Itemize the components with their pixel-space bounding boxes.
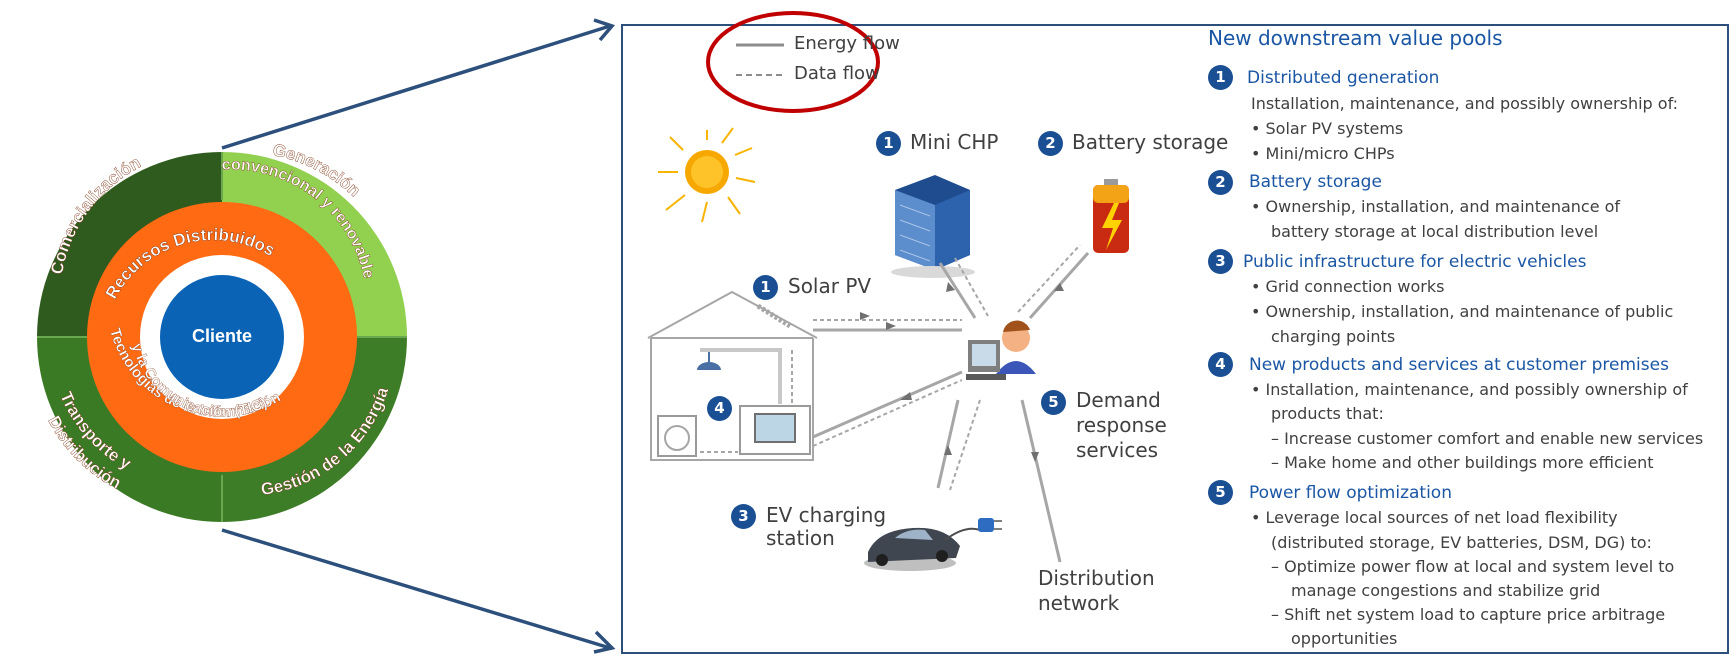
demand-response-operator-icon xyxy=(966,320,1036,380)
value-pools-title: New downstream value pools xyxy=(1208,26,1503,50)
house-icon xyxy=(647,290,818,461)
energy-flow-ev xyxy=(936,399,960,489)
energy-flow-home xyxy=(812,370,963,439)
pool-5-badge: 5 xyxy=(1208,480,1233,505)
shower-icon xyxy=(697,352,721,370)
badge-demand-response: 5 xyxy=(1041,390,1066,415)
badge-ev-charging: 3 xyxy=(731,504,756,529)
mini-chp-building-icon xyxy=(891,175,975,278)
ev-plug-icon xyxy=(944,518,1002,541)
pool-5-line-3: – Optimize power flow at local and syste… xyxy=(1271,557,1675,576)
pool-2-badge: 2 xyxy=(1208,170,1233,195)
badge-solar-pv: 1 xyxy=(753,275,778,300)
pool-5-line-1: • Leverage local sources of net load fle… xyxy=(1251,508,1618,527)
flow-lines xyxy=(700,244,1090,563)
pool-2-line-2: battery storage at local distribution le… xyxy=(1271,222,1599,241)
label-solar-pv: Solar PV xyxy=(788,274,872,298)
pool-2-line-1: • Ownership, installation, and maintenan… xyxy=(1251,197,1621,216)
pool-3-line-1: • Grid connection works xyxy=(1251,277,1445,296)
zoom-connectors xyxy=(221,18,616,654)
pool-1-line-2: • Solar PV systems xyxy=(1251,119,1404,138)
legend-highlight-ellipse xyxy=(706,11,880,113)
pool-2-title: Battery storage xyxy=(1249,172,1382,192)
data-flow-ev xyxy=(949,399,981,491)
badge-mini-chp: 1 xyxy=(876,131,901,156)
pool-1-title: Distributed generation xyxy=(1247,68,1440,88)
pool-3-line-2: • Ownership, installation, and maintenan… xyxy=(1251,302,1674,321)
ev-car-icon xyxy=(864,527,960,571)
pool-4-line-3: – Increase customer comfort and enable n… xyxy=(1271,429,1704,448)
data-flow-home xyxy=(812,379,963,447)
legend xyxy=(706,11,880,113)
legend-data-label: Data flow xyxy=(794,63,880,84)
sun-icon xyxy=(658,127,756,223)
pool-3-title: Public infrastructure for electric vehic… xyxy=(1243,252,1587,272)
data-flow-battery xyxy=(1017,244,1081,313)
pool-5-title: Power flow optimization xyxy=(1249,483,1452,503)
legend-energy-label: Energy flow xyxy=(794,33,900,54)
pool-5-line-2: (distributed storage, EV batteries, DSM,… xyxy=(1271,533,1652,552)
label-demand-3: services xyxy=(1076,438,1159,462)
pool-1-line-3: • Mini/micro CHPs xyxy=(1251,144,1395,163)
pool-5-line-5: – Shift net system load to capture price… xyxy=(1271,605,1666,624)
label-ev-2: station xyxy=(766,526,835,550)
data-flow-chp xyxy=(954,257,989,317)
battery-icon xyxy=(1093,179,1129,253)
pool-5-line-6: opportunities xyxy=(1291,629,1398,648)
label-mini-chp: Mini CHP xyxy=(910,130,999,154)
label-distribution-2: network xyxy=(1038,591,1120,615)
label-cliente: Cliente xyxy=(192,326,252,346)
pool-4-line-2: products that: xyxy=(1271,404,1384,423)
pool-3-badge: 3 xyxy=(1208,249,1233,274)
pool-4-title: New products and services at customer pr… xyxy=(1249,355,1669,375)
label-demand-1: Demand xyxy=(1076,388,1161,412)
label-distribution-1: Distribution xyxy=(1038,566,1155,590)
pool-4-line-1: • Installation, maintenance, and possibl… xyxy=(1251,380,1688,399)
pool-1-line-1: Installation, maintenance, and possibly … xyxy=(1251,94,1679,113)
label-demand-2: response xyxy=(1076,413,1167,437)
flow-arrowheads xyxy=(860,282,1064,462)
pool-5-line-4: manage congestions and stabilize grid xyxy=(1291,581,1601,600)
energy-flow-chp xyxy=(938,262,977,319)
label-ev-1: EV charging xyxy=(766,503,887,527)
pool-4-badge: 4 xyxy=(1208,352,1233,377)
badge-battery-storage: 2 xyxy=(1038,131,1063,156)
pool-1-badge: 1 xyxy=(1208,65,1233,90)
pool-3-line-3: charging points xyxy=(1271,327,1396,346)
client-core xyxy=(160,275,284,399)
badge-home-products: 4 xyxy=(707,396,732,421)
label-battery-storage: Battery storage xyxy=(1072,130,1229,154)
energy-flow-distribution xyxy=(1020,399,1062,563)
pool-4-line-4: – Make home and other buildings more eff… xyxy=(1271,453,1654,472)
